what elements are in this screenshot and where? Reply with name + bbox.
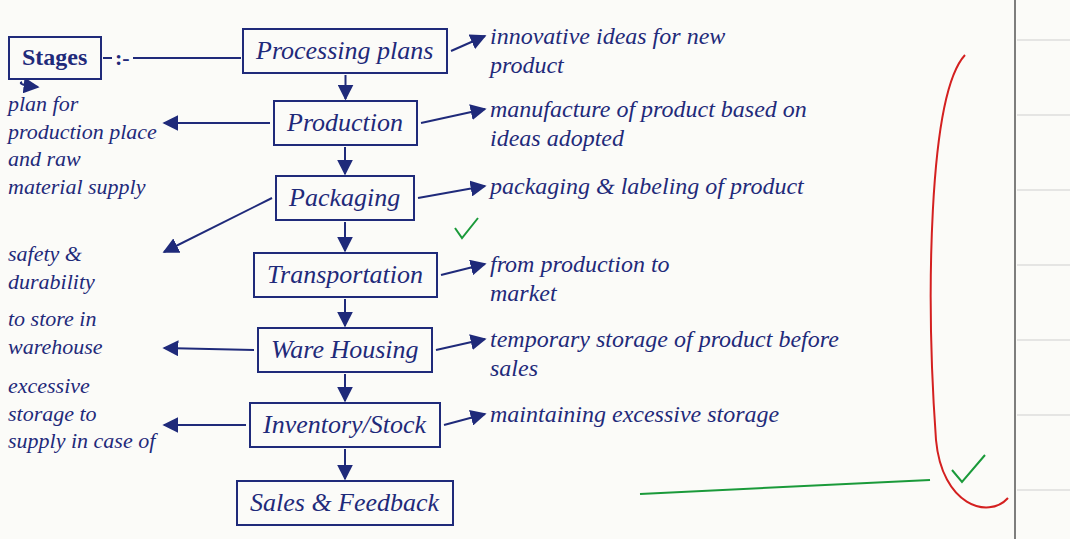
leader-arrow bbox=[164, 348, 254, 350]
margin-line bbox=[1014, 0, 1016, 539]
side-note: safety & durability bbox=[8, 240, 158, 295]
box-text: Sales & Feedback bbox=[250, 486, 439, 520]
box-text: Processing plans bbox=[256, 34, 433, 68]
box-text: Ware Housing bbox=[271, 333, 419, 367]
stage-description: from production to market bbox=[490, 250, 720, 308]
flow-arrow bbox=[344, 374, 346, 401]
stage-description: temporary storage of product before sale… bbox=[490, 325, 860, 383]
side-note: plan for production place and raw materi… bbox=[8, 90, 158, 200]
flow-arrow bbox=[344, 222, 346, 251]
separator-mark: :- bbox=[112, 44, 133, 72]
check-mark bbox=[455, 218, 478, 238]
leader-arrow bbox=[441, 264, 485, 275]
box-text: Inventory/Stock bbox=[263, 408, 426, 442]
process-box: Transportation bbox=[253, 252, 438, 298]
check-stroke bbox=[640, 480, 930, 494]
stage-description: packaging & labeling of product bbox=[490, 172, 804, 201]
leader-arrow bbox=[21, 82, 38, 87]
box-text: Stages bbox=[22, 42, 87, 73]
leader-arrow bbox=[421, 109, 485, 123]
leader-arrow bbox=[164, 198, 272, 252]
check-mark bbox=[952, 455, 985, 482]
process-box: Inventory/Stock bbox=[249, 402, 441, 448]
flow-arrow bbox=[344, 449, 346, 479]
leader-arrow bbox=[444, 414, 485, 425]
leader-arrow bbox=[164, 424, 246, 426]
process-box: Processing plans bbox=[242, 28, 448, 74]
stage-description: maintaining excessive storage bbox=[490, 400, 779, 429]
process-box: Sales & Feedback bbox=[236, 480, 454, 526]
side-note: excessive storage to supply in case of bbox=[8, 372, 158, 455]
heading-box: Stages bbox=[8, 36, 102, 80]
side-note: to store in warehouse bbox=[8, 305, 158, 360]
teacher-bracket bbox=[931, 55, 1008, 507]
box-text: Transportation bbox=[267, 258, 423, 292]
process-box: Ware Housing bbox=[257, 327, 433, 373]
leader-arrow bbox=[418, 186, 485, 198]
flow-arrow bbox=[344, 299, 346, 326]
stage-description: manufacture of product based on ideas ad… bbox=[490, 95, 830, 153]
leader-arrow bbox=[451, 36, 485, 51]
flow-arrow bbox=[345, 75, 347, 99]
box-text: Production bbox=[287, 106, 403, 140]
process-box: Production bbox=[273, 100, 418, 146]
ruled-lines bbox=[1017, 40, 1070, 490]
stage-description: innovative ideas for new product bbox=[490, 22, 750, 80]
leader-arrow bbox=[164, 122, 270, 124]
leader-arrow bbox=[436, 339, 485, 350]
process-box: Packaging bbox=[275, 175, 415, 221]
flow-arrow bbox=[344, 147, 346, 174]
box-text: Packaging bbox=[289, 181, 400, 215]
